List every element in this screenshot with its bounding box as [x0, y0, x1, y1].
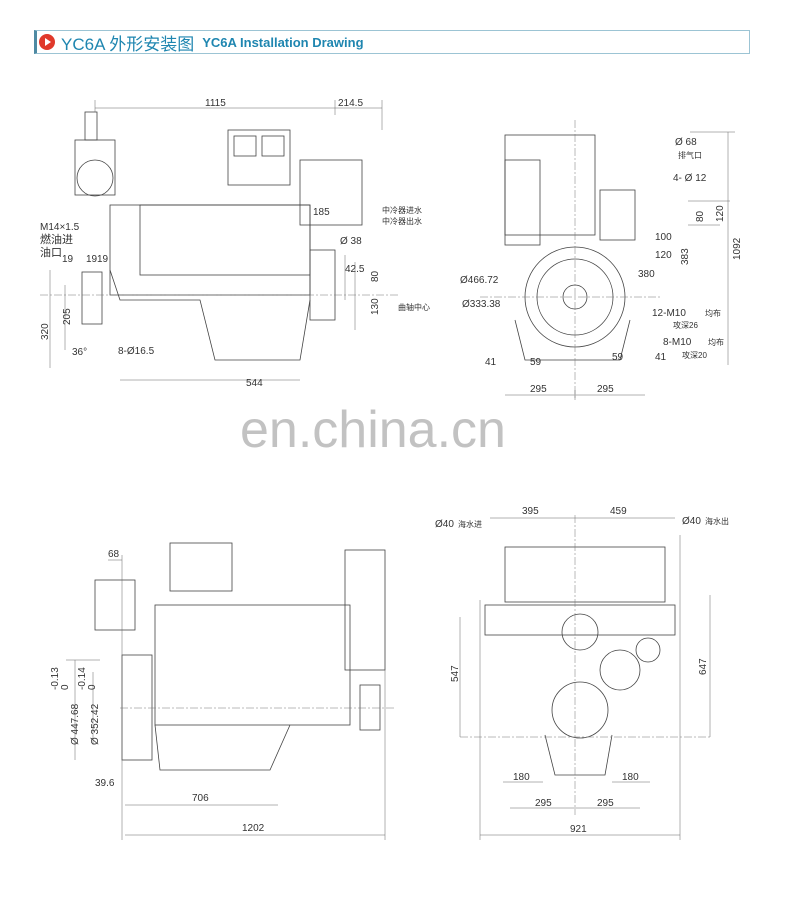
dim-label: Ø 38 — [340, 236, 362, 247]
dim-label: 42.5 — [345, 264, 365, 275]
dim-label: 59 — [612, 352, 624, 363]
dim-label: Ø 68 — [675, 137, 697, 148]
dim-label: 295 — [535, 798, 552, 809]
dim-label: 100 — [655, 232, 672, 243]
dim-label: 547 — [450, 665, 461, 682]
seawater-in-label: 海水进 — [458, 519, 482, 529]
thread-note: 均布 — [705, 308, 721, 318]
dim-label: 41 — [485, 357, 497, 368]
dim-label: 180 — [513, 772, 530, 783]
dim-label: 459 — [610, 506, 627, 517]
dim-label: 185 — [313, 207, 330, 218]
dim-label: 36° — [72, 347, 87, 358]
dim-label: 395 — [522, 506, 539, 517]
play-circle-icon — [39, 34, 55, 50]
dim-label: 647 — [698, 658, 709, 675]
dim-label: 295 — [530, 384, 547, 395]
dim-label: 8-Ø16.5 — [118, 346, 155, 357]
dim-label: 19 — [86, 254, 98, 265]
dim-label: 39.6 — [95, 778, 115, 789]
dim-label: 59 — [530, 357, 542, 368]
fuel-inlet-label: 油口 — [40, 245, 62, 259]
dim-label: 214.5 — [338, 98, 363, 109]
dim-label: 130 — [370, 298, 381, 315]
crank-center-label: 曲轴中心 — [398, 302, 430, 312]
seawater-out-label: 海水出 — [705, 516, 729, 526]
depth-label: 攻深26 — [673, 320, 698, 330]
dim-label: Ø40 — [682, 516, 701, 527]
thread-label: 12-M10 — [652, 308, 686, 319]
thread-note: 均布 — [708, 337, 724, 347]
dim-label: 1202 — [242, 823, 265, 834]
dim-label: 205 — [62, 308, 73, 325]
thread-label: 8-M10 — [663, 337, 692, 348]
dim-label: Ø466.72 — [460, 275, 499, 286]
dim-label: 19 — [62, 254, 74, 265]
dim-label: -0.13 — [50, 667, 61, 690]
intercooler-out-label: 中冷器出水 — [382, 216, 422, 226]
dim-label: Ø 352.42 — [90, 703, 101, 745]
dim-label: 41 — [655, 352, 667, 363]
dim-label: 1092 — [732, 237, 743, 260]
dim-label: 80 — [370, 270, 381, 282]
header-title: YC6A 外形安装图 — [61, 34, 195, 54]
dim-label: 120 — [655, 250, 672, 261]
dim-label: Ø 447.68 — [70, 703, 81, 745]
dim-label: 68 — [108, 549, 120, 560]
dim-label: Ø40 — [435, 519, 454, 530]
dim-label: 120 — [715, 205, 726, 222]
front-view: Ø 68 4- Ø 12 80 120 100 120 383 1092 380… — [460, 120, 743, 400]
dim-label: Ø333.38 — [462, 299, 501, 310]
dim-label: 320 — [40, 323, 51, 340]
exhaust-label: 排气口 — [678, 150, 702, 160]
dim-label: 1115 — [205, 98, 226, 109]
fuel-thread-label: M14×1.5 — [40, 222, 80, 233]
side-view-right: 68 Ø 447.68 -0.13 0 Ø 352.42 -0.14 0 39.… — [50, 542, 395, 840]
dim-label: -0.14 — [77, 667, 88, 690]
dim-label: 19 — [97, 254, 109, 265]
side-view-left: 1115 214.5 185 Ø 38 42.5 80 130 19 19 19… — [40, 98, 430, 389]
drawing-header: YC6A 外形安装图 YC6A Installation Drawing — [34, 30, 750, 54]
dim-label: 295 — [597, 798, 614, 809]
intercooler-in-label: 中冷器进水 — [382, 205, 422, 215]
dim-label: 544 — [246, 378, 263, 389]
header-subtitle: YC6A Installation Drawing — [202, 34, 364, 50]
dim-label: 706 — [192, 793, 209, 804]
dim-label: 4- Ø 12 — [673, 173, 707, 184]
dim-label: 383 — [680, 248, 691, 265]
dim-label: 180 — [622, 772, 639, 783]
dim-label: 295 — [597, 384, 614, 395]
dim-label: 0 — [60, 684, 71, 690]
dim-label: 921 — [570, 824, 587, 835]
dim-label: 0 — [87, 684, 98, 690]
fuel-inlet-label: 燃油进 — [40, 232, 73, 246]
rear-view: 395 459 Ø40 Ø40 海水进 海水出 547 647 180 180 … — [435, 506, 729, 840]
dim-label: 80 — [695, 210, 706, 222]
watermark: en.china.cn — [240, 401, 506, 459]
depth-label: 攻深20 — [682, 350, 707, 360]
dim-label: 380 — [638, 269, 655, 280]
